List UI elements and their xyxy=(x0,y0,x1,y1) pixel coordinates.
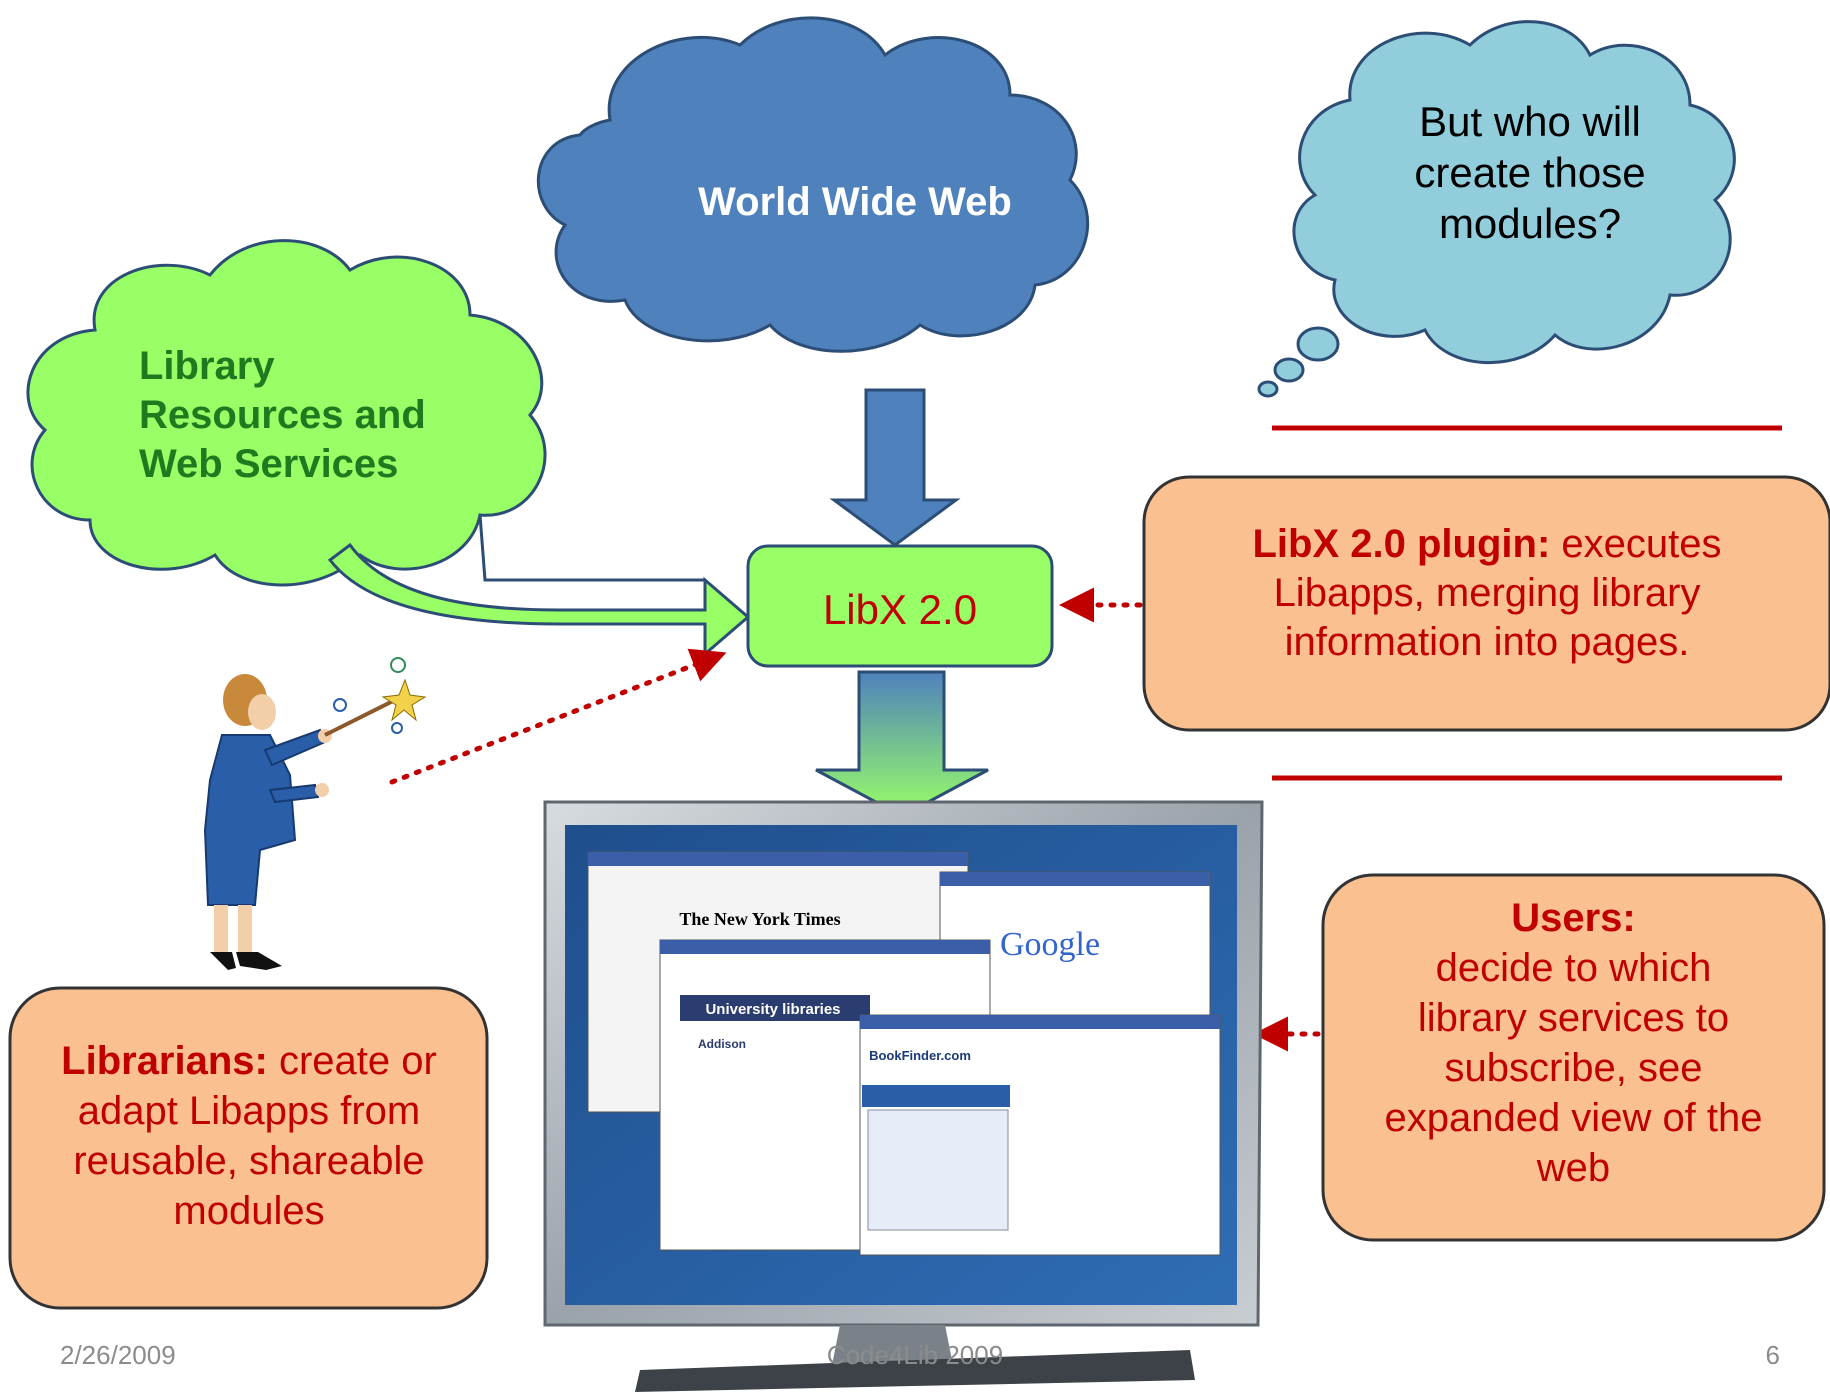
www-cloud xyxy=(536,16,1089,353)
monitor: The New York Times Google University lib… xyxy=(543,800,1264,1392)
library-label-line-1: Library xyxy=(139,344,275,388)
librarians-line-4: modules xyxy=(173,1189,325,1233)
footer-date: 2/26/2009 xyxy=(60,1340,176,1370)
libx-box xyxy=(746,544,1054,668)
libx-to-monitor-arrow xyxy=(815,670,989,818)
plugin-line-1: executes xyxy=(1561,522,1722,566)
users-line-4: expanded view of the xyxy=(1384,1096,1763,1140)
librarians-line-2: adapt Libapps from xyxy=(77,1089,421,1133)
plugin-callout-box xyxy=(1142,475,1830,732)
users-line-5: web xyxy=(1536,1146,1611,1190)
question-text: But who will create those modules? xyxy=(1360,96,1700,250)
librarians-line-3: reusable, shareable xyxy=(73,1139,425,1183)
screen-title-bookfinder: BookFinder.com xyxy=(869,1048,971,1063)
screen-title-google: Google xyxy=(1000,926,1100,963)
screen-title-addison: Addison xyxy=(698,1037,746,1051)
www-label: World Wide Web xyxy=(698,180,1012,224)
librarians-callout-bold: Librarians: xyxy=(61,1039,268,1083)
library-label-line-3: Web Services xyxy=(139,441,399,486)
question-line-1: But who will xyxy=(1419,98,1641,145)
question-cloud xyxy=(1257,20,1736,398)
footer-center: Code4Lib 2009 xyxy=(826,1340,1004,1370)
plugin-callout-bold: LibX 2.0 plugin: xyxy=(1252,522,1551,566)
library-label: Library Resources and Web Services xyxy=(139,342,469,488)
www-to-libx-arrow xyxy=(829,388,961,547)
libx-label: LibX 2.0 xyxy=(822,586,978,633)
library-label-line-2: Resources and xyxy=(139,392,426,437)
users-line-1: decide to which xyxy=(1435,946,1712,990)
plugin-line-3: information into pages. xyxy=(1284,619,1690,664)
librarian-figure xyxy=(203,657,427,970)
library-arrow-connector xyxy=(478,514,705,582)
question-line-2: create those xyxy=(1414,149,1646,197)
users-callout-bold: Users: xyxy=(1511,896,1636,940)
question-line-3: modules? xyxy=(1438,200,1622,248)
users-callout-box xyxy=(1321,873,1826,1242)
librarians-callout-box xyxy=(8,986,489,1310)
librarians-callout-text: Librarians: create or adapt Libapps from… xyxy=(18,1036,480,1236)
librarian-pointer xyxy=(389,648,727,785)
users-line-2: library services to xyxy=(1417,996,1730,1040)
plugin-line-2: Libapps, merging library xyxy=(1273,570,1701,615)
users-callout-text: Users: decide to which library services … xyxy=(1330,893,1817,1193)
screen-title-nyt: The New York Times xyxy=(679,909,840,929)
users-line-3: subscribe, see xyxy=(1444,1046,1703,1090)
footer-page-number: 6 xyxy=(1765,1340,1780,1370)
plugin-callout-text: LibX 2.0 plugin: executes Libapps, mergi… xyxy=(1160,520,1814,666)
librarians-line-1: create or xyxy=(278,1039,437,1083)
screen-title-univ: University libraries xyxy=(705,1001,840,1018)
